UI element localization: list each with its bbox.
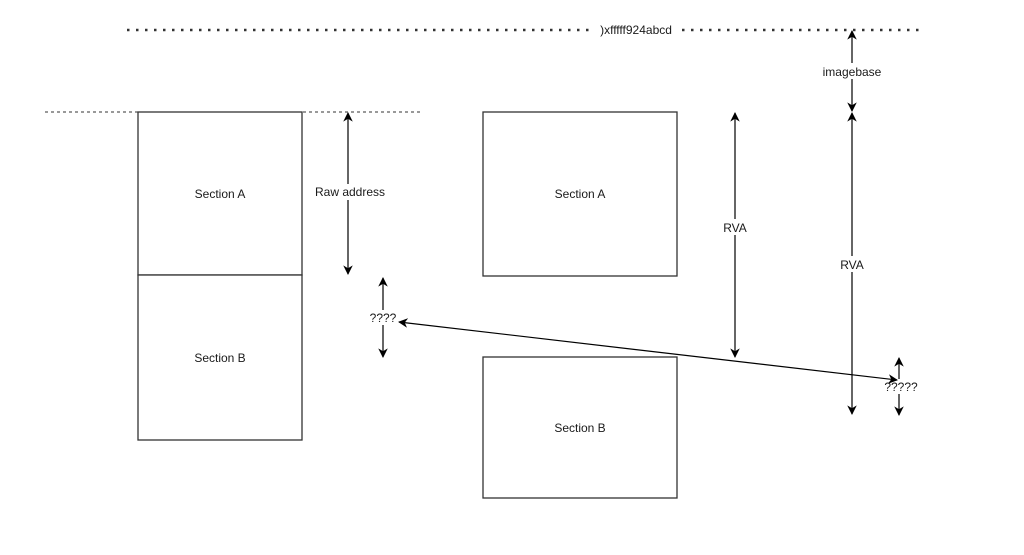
memory-section-a-label: Section A [555,187,606,201]
rva-outer-label: RVA [840,258,864,272]
mapping-arrow [398,318,898,384]
file-unknown-label: ???? [370,311,397,325]
rva-inner-label: RVA [723,221,747,235]
top-address-label: )xfffff924abcd [600,23,672,37]
file-section-b-label: Section B [194,351,245,365]
file-section-a-box [137,111,303,276]
memory-section-b-label: Section B [554,421,605,435]
file-section-b-box [137,274,303,441]
memory-unknown-label: ????? [884,380,918,394]
file-section-a-label: Section A [195,187,246,201]
imagebase-label: imagebase [823,65,882,79]
memory-section-a-box [482,111,678,277]
raw-address-label: Raw address [315,185,385,199]
